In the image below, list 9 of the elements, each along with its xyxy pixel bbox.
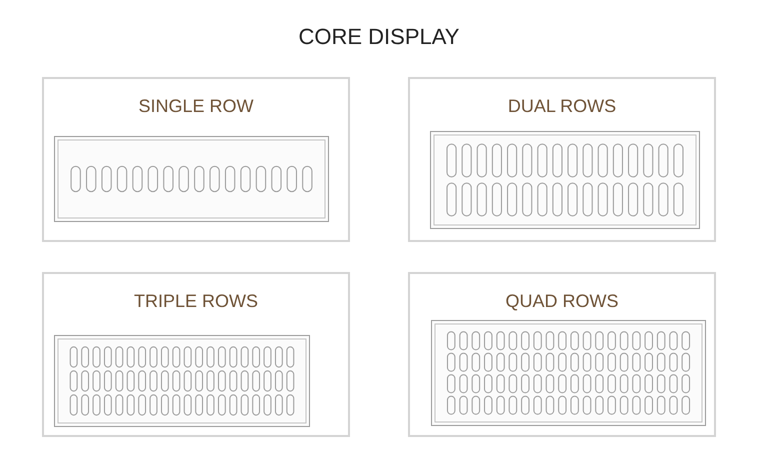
display-panel xyxy=(408,272,716,437)
panel-heading: DUAL ROWS xyxy=(508,96,616,116)
display-panel xyxy=(42,77,350,242)
panel-heading: SINGLE ROW xyxy=(138,96,254,116)
display-panel xyxy=(408,77,716,242)
panel-heading: QUAD ROWS xyxy=(505,291,618,311)
panel-heading: TRIPLE ROWS xyxy=(134,291,258,311)
display-panel xyxy=(42,272,350,437)
diagram-title: CORE DISPLAY xyxy=(298,24,460,49)
